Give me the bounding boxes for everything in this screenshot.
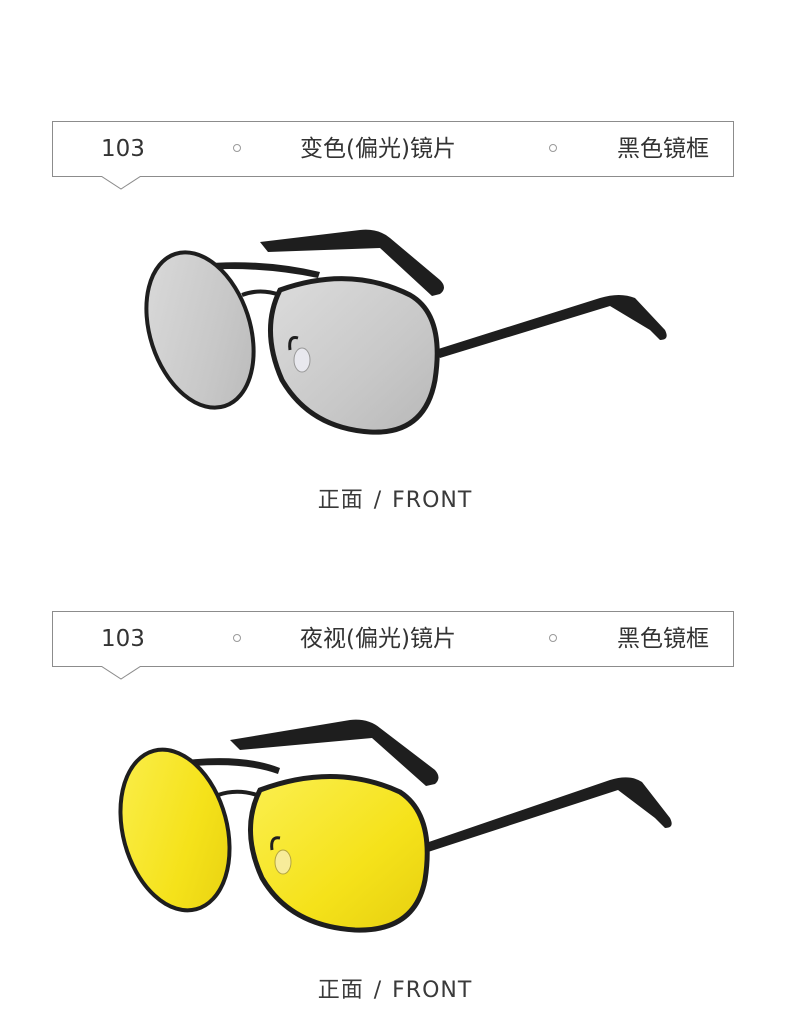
lens-type-label: 变色(偏光)镜片 — [300, 136, 456, 162]
sunglasses-photochromic-image — [144, 229, 667, 435]
frame-color-label: 黑色镜框 — [617, 136, 709, 162]
callout-notch-icon — [101, 666, 141, 680]
view-label-cn: 正面 — [317, 978, 364, 1003]
spec-bar: 103 夜视(偏光)镜片 黑色镜框 — [52, 611, 734, 667]
view-label-en: FRONT — [392, 978, 473, 1003]
separator-dot-icon — [233, 144, 241, 152]
spec-bar: 103 变色(偏光)镜片 黑色镜框 — [52, 121, 734, 177]
view-caption: 正面 / FRONT — [0, 482, 790, 514]
model-number: 103 — [101, 136, 145, 162]
view-label-en: FRONT — [392, 488, 473, 513]
product-section-photochromic: 103 变色(偏光)镜片 黑色镜框 正面 / FRONT — [0, 0, 790, 513]
callout-notch-icon — [101, 176, 141, 190]
sunglasses-night-vision-image — [118, 719, 672, 933]
lens-type-label: 夜视(偏光)镜片 — [300, 626, 456, 652]
view-caption: 正面 / FRONT — [0, 972, 790, 1004]
separator-dot-icon — [549, 144, 557, 152]
product-section-night-vision: 103 夜视(偏光)镜片 黑色镜框 正面 / FRONT — [0, 490, 790, 1003]
view-separator: / — [373, 978, 383, 1003]
separator-dot-icon — [549, 634, 557, 642]
separator-dot-icon — [233, 634, 241, 642]
view-separator: / — [373, 488, 383, 513]
frame-color-label: 黑色镜框 — [617, 626, 709, 652]
view-label-cn: 正面 — [317, 488, 364, 513]
model-number: 103 — [101, 626, 145, 652]
